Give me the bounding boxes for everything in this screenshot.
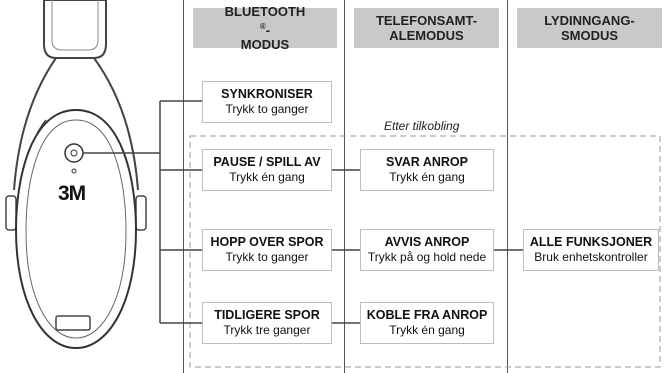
header-phone-mode: TELEFONSAMT- ALEMODUS xyxy=(354,8,499,48)
column-divider xyxy=(183,0,184,373)
3m-logo: 3M xyxy=(58,182,86,205)
header-bluetooth-mode: BLUETOOTH®- MODUS xyxy=(193,4,337,52)
headset-illustration xyxy=(5,0,147,350)
column-divider xyxy=(344,0,345,373)
column-divider xyxy=(507,0,508,373)
after-connection-region xyxy=(189,135,661,368)
header-audio-input-mode: LYDINNGANG- SMODUS xyxy=(517,8,662,48)
after-connection-note: Etter tilkobling xyxy=(384,119,460,133)
